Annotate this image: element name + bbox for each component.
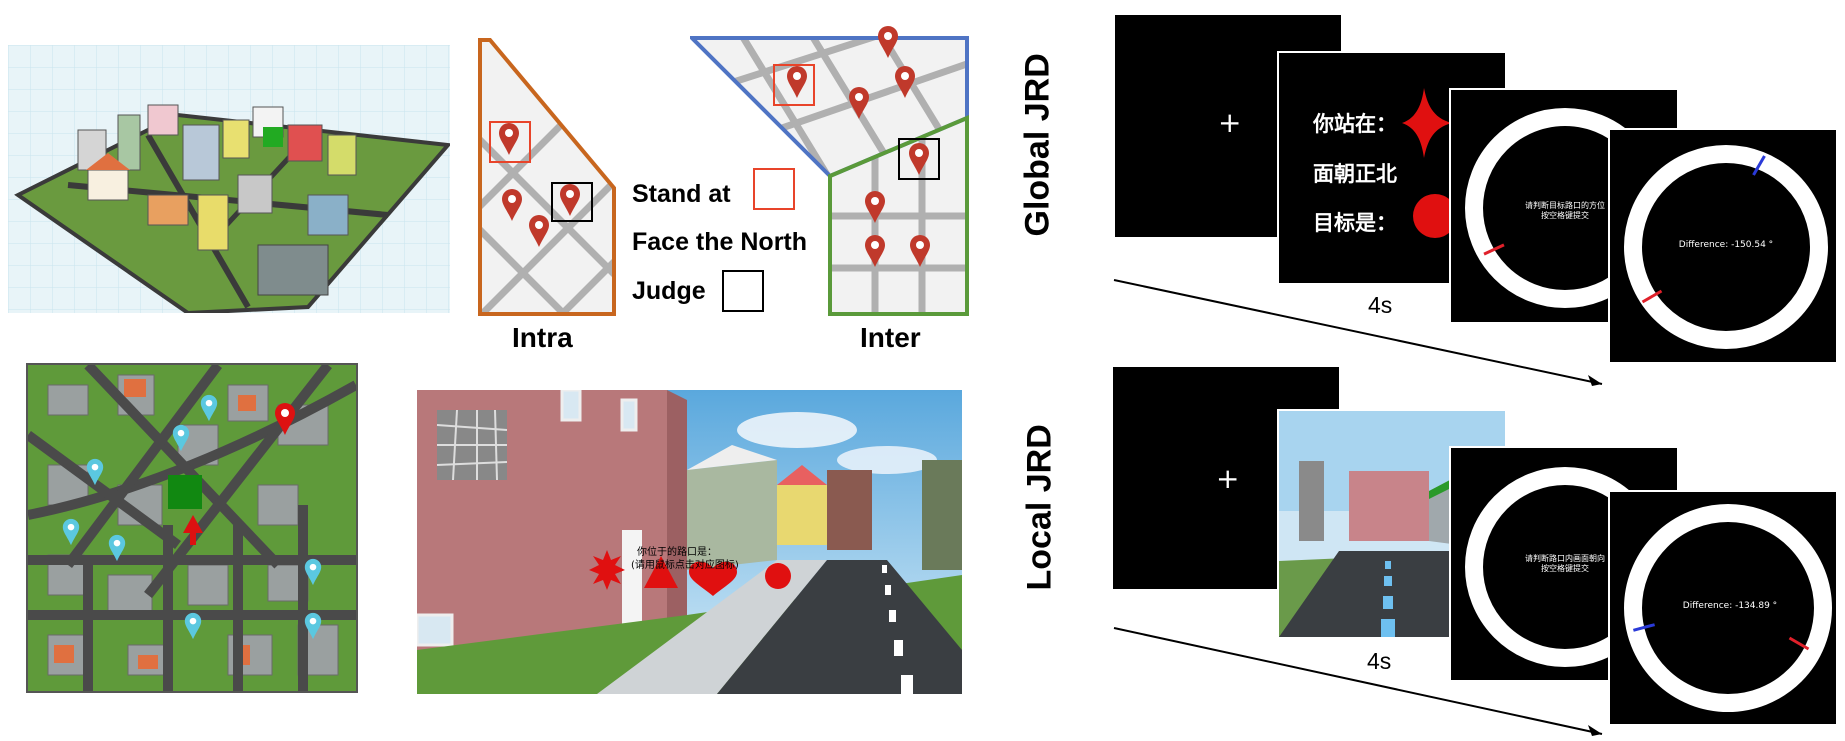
city-3d-render	[8, 45, 450, 313]
intra-judge-square	[551, 182, 593, 222]
map-pin-icon	[560, 184, 580, 216]
map-pin-icon	[108, 534, 126, 562]
map-pin-icon	[200, 394, 218, 422]
fixation-cross: +	[1216, 462, 1240, 495]
legend-judge: Judge	[632, 277, 706, 305]
global-duration: 4s	[1368, 292, 1393, 318]
map-pin-icon	[787, 66, 807, 98]
street-view-scene	[417, 390, 962, 694]
timeline-arrow	[1113, 279, 1603, 386]
global-jrd-label: Global JRD	[1018, 53, 1057, 237]
legend-stand-at: Stand at	[632, 180, 731, 208]
intra-label: Intra	[512, 322, 573, 353]
local-duration: 4s	[1367, 648, 1392, 674]
local-instruction-line1: 请判断路口内画面朝向	[1525, 554, 1605, 563]
global-cue-line3: 目标是：	[1313, 211, 1397, 235]
legend-face-north: Face the North	[632, 228, 808, 256]
map-pin-icon	[910, 235, 930, 267]
intra-map	[478, 38, 618, 316]
map-pin-icon	[86, 458, 104, 486]
street-prompt-line1: 你位于的路口是：	[637, 547, 717, 558]
legend-judge-square	[722, 270, 764, 312]
local-jrd-label: Local JRD	[1020, 424, 1059, 591]
inter-label: Inter	[860, 322, 921, 353]
map-pin-icon	[275, 403, 295, 435]
map-pin-icon	[304, 558, 322, 586]
map-pin-icon	[499, 123, 519, 155]
map-pin-icon	[878, 26, 898, 58]
local-difference: Difference: -134.89 °	[1682, 601, 1778, 611]
map-pin-icon	[62, 518, 80, 546]
legend-stand-square	[753, 168, 795, 210]
global-instruction-line2: 按空格键提交	[1541, 211, 1589, 220]
inter-judge-square	[898, 138, 940, 180]
global-cue-line2: 面朝正北	[1313, 162, 1397, 186]
global-instruction-line1: 请判断目标路口的方位	[1525, 201, 1605, 210]
star-shape-icon	[1402, 88, 1452, 158]
inter-stand-square	[773, 64, 815, 106]
map-pin-icon	[184, 612, 202, 640]
map-pin-icon	[865, 235, 885, 267]
map-pin-icon	[849, 87, 869, 119]
map-pin-icon	[909, 143, 929, 175]
map-pin-icon	[304, 612, 322, 640]
map-pin-icon	[895, 66, 915, 98]
overhead-map	[26, 363, 358, 693]
global-cue-line1: 你站在：	[1313, 112, 1397, 136]
map-pin-icon	[529, 215, 549, 247]
map-pin-icon	[502, 189, 522, 221]
timeline-arrow	[1113, 627, 1603, 736]
map-pin-icon	[865, 191, 885, 223]
fixation-cross: +	[1218, 106, 1242, 139]
global-difference: Difference: -150.54 °	[1678, 240, 1774, 250]
local-instruction-line2: 按空格键提交	[1541, 564, 1589, 573]
street-prompt-line2: (请用鼠标点击对应图标)	[631, 560, 739, 571]
map-pin-icon	[172, 424, 190, 452]
intra-stand-square	[489, 121, 531, 163]
